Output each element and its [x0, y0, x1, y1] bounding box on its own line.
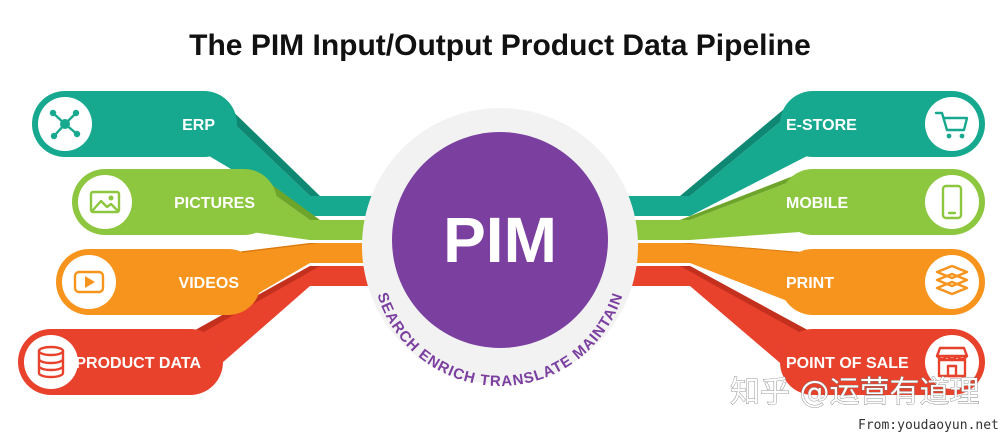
output-label-4: POINT OF SALE	[786, 355, 909, 372]
icon-badge	[925, 97, 979, 151]
icon-badge	[925, 175, 979, 229]
pim-hub: PIM SEARCH ENRICH TRANSLATE MAINTAIN	[362, 108, 638, 390]
layers-icon	[935, 264, 969, 296]
image-icon	[89, 190, 121, 214]
input-label-1: ERP	[182, 117, 215, 134]
output-flow-band-shade-1	[680, 95, 813, 196]
watermark-source: From:youdaoyun.net	[858, 418, 999, 433]
pim-label: PIM	[443, 204, 557, 276]
icon-badge	[78, 175, 132, 229]
output-channel-2: MOBILE	[780, 169, 985, 235]
output-flow-band-shade-2	[680, 173, 813, 220]
input-source-4: PRODUCT DATA	[18, 329, 223, 395]
input-label-4: PRODUCT DATA	[75, 355, 201, 372]
database-icon	[37, 345, 65, 379]
input-flow-band-shade-3	[228, 243, 320, 253]
output-label-3: PRINT	[786, 275, 834, 292]
network-nodes-icon	[49, 109, 81, 140]
input-source-3: VIDEOS	[56, 249, 261, 315]
output-flow-band-shade-4	[680, 266, 813, 333]
watermark-text: 知乎 @运营有道理	[730, 375, 980, 410]
input-label-3: VIDEOS	[179, 275, 240, 292]
output-channel-1: E-STORE	[780, 91, 985, 157]
source-and-channel-pills: ERP PICTURES VIDEOS PRODUCT DATA E-STORE MOBI…	[18, 91, 985, 395]
smartphone-icon	[941, 184, 963, 220]
output-channel-4: POINT OF SALE	[780, 329, 985, 395]
output-flow-band-2	[580, 173, 813, 240]
output-label-1: E-STORE	[786, 117, 857, 134]
output-channel-3: PRINT	[780, 249, 985, 315]
input-source-1: ERP	[32, 91, 237, 157]
storefront-icon	[935, 346, 969, 378]
input-label-2: PICTURES	[174, 195, 255, 212]
shopping-cart-icon	[934, 111, 969, 139]
pim-circle	[392, 132, 608, 348]
output-flow-band-shade-3	[680, 243, 813, 253]
video-play-icon	[73, 270, 105, 294]
input-source-2: PICTURES	[72, 169, 277, 235]
output-label-2: MOBILE	[786, 195, 849, 212]
diagram-title: The PIM Input/Output Product Data Pipeli…	[189, 29, 811, 62]
watermark: 知乎 @运营有道理 From:youdaoyun.net	[730, 375, 999, 433]
output-flow-band-3	[580, 243, 813, 311]
